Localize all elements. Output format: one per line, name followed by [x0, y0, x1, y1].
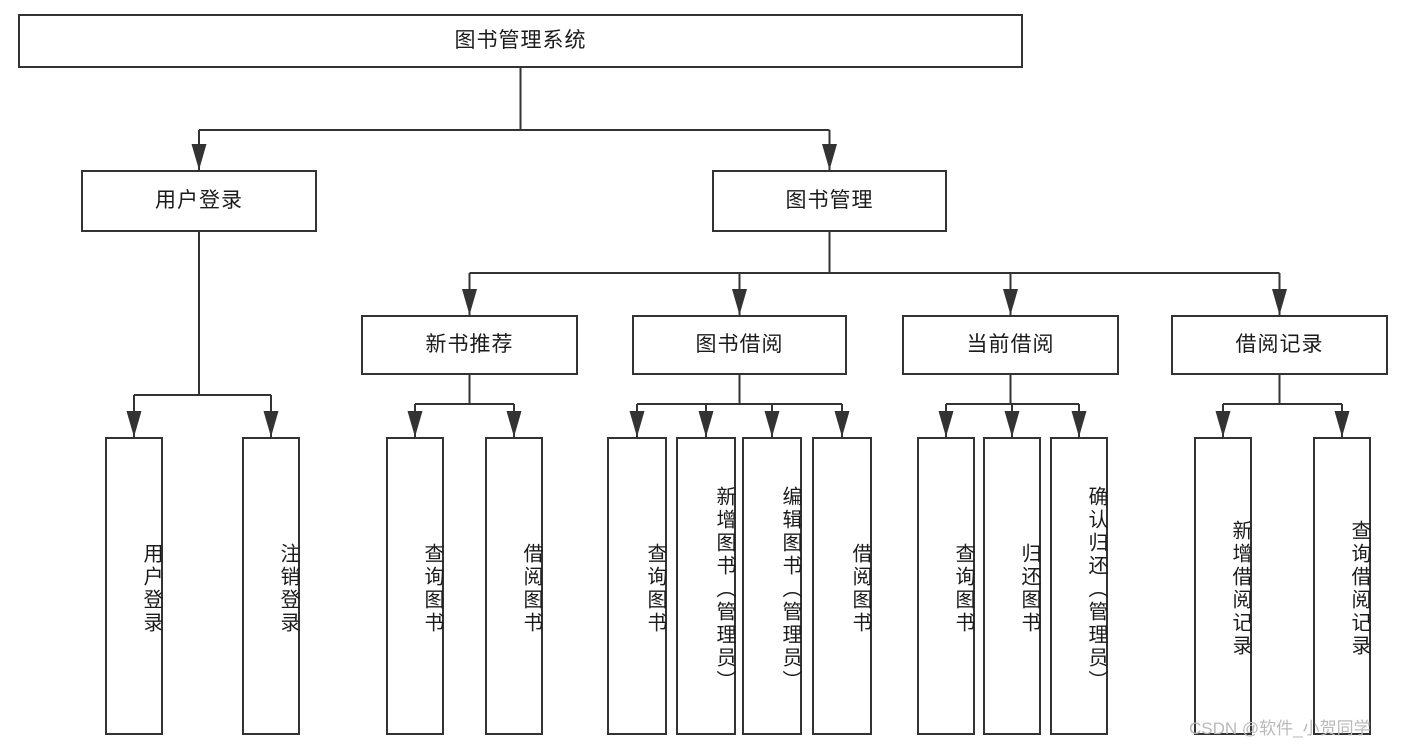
node-leaf-rec-2[interactable]: 查询借阅记录: [1313, 437, 1371, 735]
edge-arrowhead: [191, 144, 207, 170]
node-label: 新增借阅记录: [1229, 520, 1251, 658]
node-label: 借阅图书: [849, 543, 871, 635]
node-label: 新增图书（管理员）: [713, 485, 735, 693]
node-leaf-bor-3[interactable]: 编辑图书（管理员）: [742, 437, 802, 735]
node-records[interactable]: 借阅记录: [1171, 315, 1388, 375]
csdn-watermark: CSDN @软件_小贺同学: [1189, 719, 1371, 738]
edge-arrowhead: [1272, 289, 1287, 315]
node-leaf-bor-1[interactable]: 查询图书: [607, 437, 667, 735]
edge-arrowhead: [834, 411, 850, 437]
node-leaf-bor-2[interactable]: 新增图书（管理员）: [676, 437, 736, 735]
node-label: 查询图书: [644, 543, 666, 635]
node-label: 图书借阅: [695, 333, 784, 357]
node-leaf-cur-1[interactable]: 查询图书: [917, 437, 975, 735]
edge-arrowhead: [629, 411, 645, 437]
node-label: 注销登录: [277, 543, 299, 635]
edge-arrowhead: [462, 289, 477, 315]
edge-arrowhead: [764, 411, 780, 437]
node-login[interactable]: 用户登录: [81, 170, 317, 232]
edge-arrowhead: [407, 411, 423, 437]
node-label: 借阅图书: [520, 543, 542, 635]
edge-arrowhead: [1003, 289, 1018, 315]
edge-arrowhead: [1215, 411, 1231, 437]
node-leaf-rec-1[interactable]: 新增借阅记录: [1194, 437, 1252, 735]
node-borrow[interactable]: 图书借阅: [632, 315, 847, 375]
node-label: 图书管理: [785, 189, 874, 213]
node-leaf-cur-3[interactable]: 确认归还（管理员）: [1050, 437, 1108, 735]
node-leaf-cur-2[interactable]: 归还图书: [983, 437, 1041, 735]
node-leaf-login-2[interactable]: 注销登录: [242, 437, 300, 735]
edge-arrowhead: [732, 289, 747, 315]
node-leaf-new-2[interactable]: 借阅图书: [485, 437, 543, 735]
node-label: 查询借阅记录: [1348, 520, 1370, 658]
node-newbook[interactable]: 新书推荐: [361, 315, 578, 375]
node-root[interactable]: 图书管理系统: [18, 14, 1023, 68]
edge-arrowhead: [263, 411, 279, 437]
edge-arrowhead: [126, 411, 142, 437]
edge-arrowhead: [1004, 411, 1020, 437]
node-label: 当前借阅: [966, 333, 1055, 357]
node-label: 归还图书: [1018, 543, 1040, 635]
node-label: 新书推荐: [425, 333, 514, 357]
edge-arrowhead: [506, 411, 522, 437]
node-label: 用户登录: [140, 543, 162, 635]
node-leaf-login-1[interactable]: 用户登录: [105, 437, 163, 735]
edge-arrowhead: [1071, 411, 1087, 437]
edge-arrowhead: [698, 411, 714, 437]
node-leaf-bor-4[interactable]: 借阅图书: [812, 437, 872, 735]
edge-arrowhead: [938, 411, 954, 437]
node-label: 确认归还（管理员）: [1085, 485, 1107, 693]
node-leaf-new-1[interactable]: 查询图书: [386, 437, 444, 735]
node-current[interactable]: 当前借阅: [902, 315, 1119, 375]
node-label: 借阅记录: [1235, 333, 1324, 357]
edge-arrowhead: [1334, 411, 1350, 437]
node-label: 图书管理系统: [454, 29, 587, 53]
node-label: 用户登录: [155, 189, 243, 213]
node-label: 查询图书: [421, 543, 443, 635]
node-label: 查询图书: [952, 543, 974, 635]
node-bookmgmt[interactable]: 图书管理: [712, 170, 947, 232]
edge-arrowhead: [822, 144, 837, 170]
node-label: 编辑图书（管理员）: [779, 485, 801, 693]
